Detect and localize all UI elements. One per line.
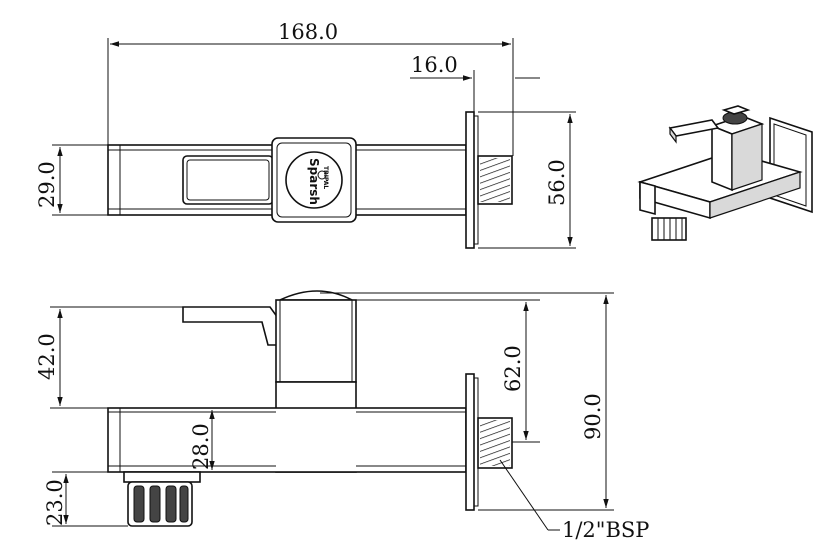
logo-brand: Sparsh — [307, 158, 321, 205]
side-view — [107, 290, 513, 527]
dim-total-height: 90.0 — [581, 393, 605, 440]
top-view: Sparsh TRIPAL — [107, 111, 513, 249]
dim-flange-height: 56.0 — [545, 159, 569, 206]
logo-emblem — [285, 151, 343, 209]
dim-aerator-height: 23.0 — [43, 479, 67, 526]
top-dimensions: 168.0 16.0 29.0 56.0 — [35, 20, 576, 249]
dim-handle-height: 42.0 — [35, 333, 59, 380]
iso-view — [637, 105, 813, 241]
dim-overall-length: 168.0 — [278, 20, 338, 44]
side-dimensions: 42.0 28.0 23.0 62.0 90.0 1/2"BSP — [35, 292, 649, 542]
dim-outlet-center: 62.0 — [501, 345, 525, 392]
dim-body-side-height: 28.0 — [189, 423, 213, 470]
dim-thread-length: 16.0 — [411, 53, 458, 77]
dim-body-height: 29.0 — [35, 161, 59, 208]
thread-label: 1/2"BSP — [562, 518, 649, 542]
